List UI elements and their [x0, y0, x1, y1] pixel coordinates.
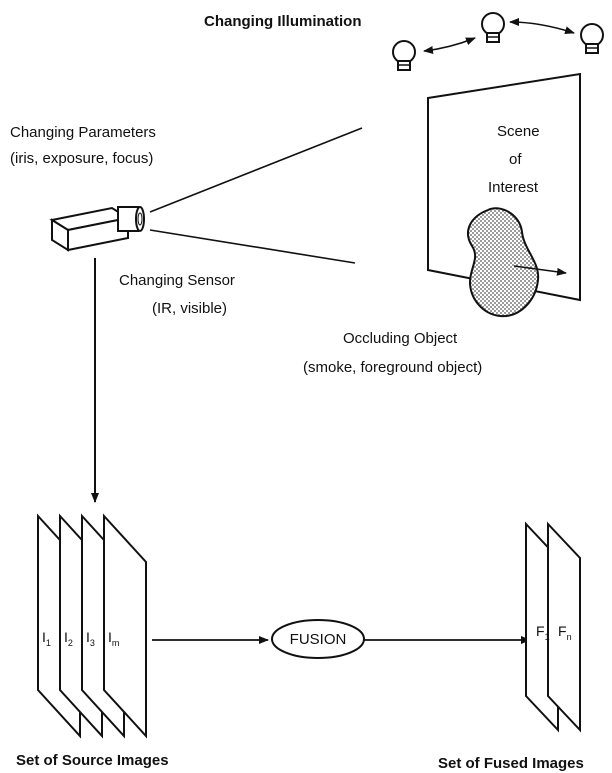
- parameters-detail-label: (iris, exposure, focus): [10, 150, 153, 167]
- changing-sensor-label: Changing Sensor: [119, 272, 235, 289]
- view-line-lower: [150, 230, 355, 263]
- camera-icon: [52, 207, 144, 250]
- view-line-upper: [150, 128, 362, 212]
- occluding-detail-label: (smoke, foreground object): [303, 359, 482, 376]
- illumination-arrow-left: [424, 38, 475, 51]
- fused-image-stack: F1 Fn: [526, 524, 580, 730]
- light-bulb-center-icon: [482, 13, 504, 42]
- scene-label-line3: Interest: [488, 179, 539, 196]
- changing-illumination-label: Changing Illumination: [204, 13, 362, 30]
- scene-label-line1: Scene: [497, 123, 540, 140]
- light-bulb-right-icon: [581, 24, 603, 53]
- light-bulb-left-icon: [393, 41, 415, 70]
- source-images-caption: Set of Source Images: [16, 752, 169, 769]
- illumination-arrow-right: [510, 22, 574, 33]
- sensor-detail-label: (IR, visible): [152, 300, 227, 317]
- fused-images-caption: Set of Fused Images: [438, 755, 584, 772]
- fusion-label: FUSION: [290, 631, 347, 648]
- scene-label-line2: of: [509, 151, 522, 168]
- occluding-object-label: Occluding Object: [343, 330, 458, 347]
- changing-parameters-label: Changing Parameters: [10, 124, 156, 141]
- source-image-stack: I1 I2 I3 Im: [38, 516, 146, 736]
